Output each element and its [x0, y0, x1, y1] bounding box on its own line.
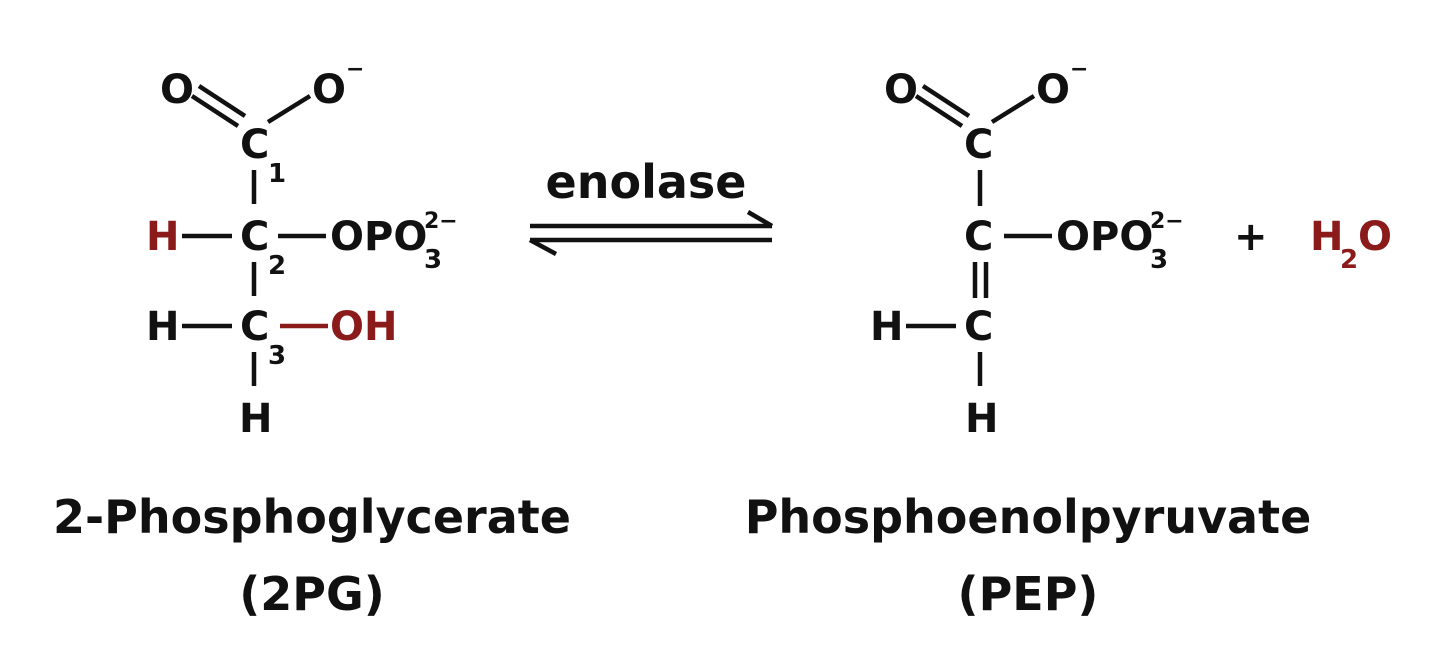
- substrate-c1-atom: C: [240, 122, 269, 168]
- product-abbreviation: (PEP): [958, 567, 1099, 621]
- substrate-carboxylate-oxygen: O: [312, 67, 346, 113]
- plus-sign: +: [1234, 214, 1268, 260]
- product-structure: O O − C C OPO 3 2− H C H: [870, 57, 1184, 442]
- product-phosphate-group: OPO: [1056, 214, 1153, 260]
- substrate-bottom-hydrogen: H: [239, 396, 272, 442]
- product-c2-atom: C: [964, 214, 993, 260]
- substrate-c2-number: 2: [268, 251, 286, 281]
- product-name: Phosphoenolpyruvate: [745, 490, 1312, 544]
- substrate-c3-number: 3: [268, 341, 286, 371]
- substrate-phosphate-group: OPO: [330, 214, 427, 260]
- substrate-phosphate-subscript: 3: [424, 245, 442, 275]
- substrate-co-double-bond-1: [190, 94, 240, 128]
- product-phosphate-subscript: 3: [1150, 245, 1168, 275]
- substrate-name: 2-Phosphoglycerate: [53, 490, 571, 544]
- product-co-double-bond-1: [914, 94, 964, 128]
- substrate-oxygen-charge: −: [346, 57, 364, 82]
- product-co-double-bond-2: [921, 84, 971, 118]
- substrate-c2-atom: C: [240, 214, 269, 260]
- substrate-c1-number: 1: [268, 159, 286, 189]
- substrate-c3-left-hydrogen: H: [146, 304, 179, 350]
- equilibrium-arrow-icon: [528, 210, 774, 256]
- substrate-carbonyl-oxygen: O: [160, 67, 194, 113]
- substrate-abbreviation: (2PG): [239, 567, 385, 621]
- product-c1-atom: C: [964, 122, 993, 168]
- substrate-c3-atom: C: [240, 304, 269, 350]
- product-left-hydrogen: H: [870, 304, 903, 350]
- water-oxygen: O: [1358, 214, 1392, 260]
- product-carboxylate-oxygen: O: [1036, 67, 1070, 113]
- enzyme-label: enolase: [546, 155, 747, 209]
- substrate-structure: O O − C 1 H C 2 OPO 3 2− H C 3 OH H: [146, 57, 458, 442]
- product-bottom-hydrogen: H: [965, 396, 998, 442]
- substrate-co-single-bond: [266, 94, 312, 124]
- product-co-single-bond: [990, 94, 1036, 124]
- product-c3-atom: C: [964, 304, 993, 350]
- water-subscript: 2: [1340, 245, 1358, 275]
- product-phosphate-charge: 2−: [1150, 209, 1184, 234]
- water-hydrogen: H: [1310, 214, 1343, 260]
- product-carbonyl-oxygen: O: [884, 67, 918, 113]
- product-oxygen-charge: −: [1070, 57, 1088, 82]
- substrate-co-double-bond-2: [197, 84, 247, 118]
- substrate-c2-hydrogen: H: [146, 214, 179, 260]
- substrate-phosphate-charge: 2−: [424, 209, 458, 234]
- substrate-hydroxyl-group: OH: [330, 304, 397, 350]
